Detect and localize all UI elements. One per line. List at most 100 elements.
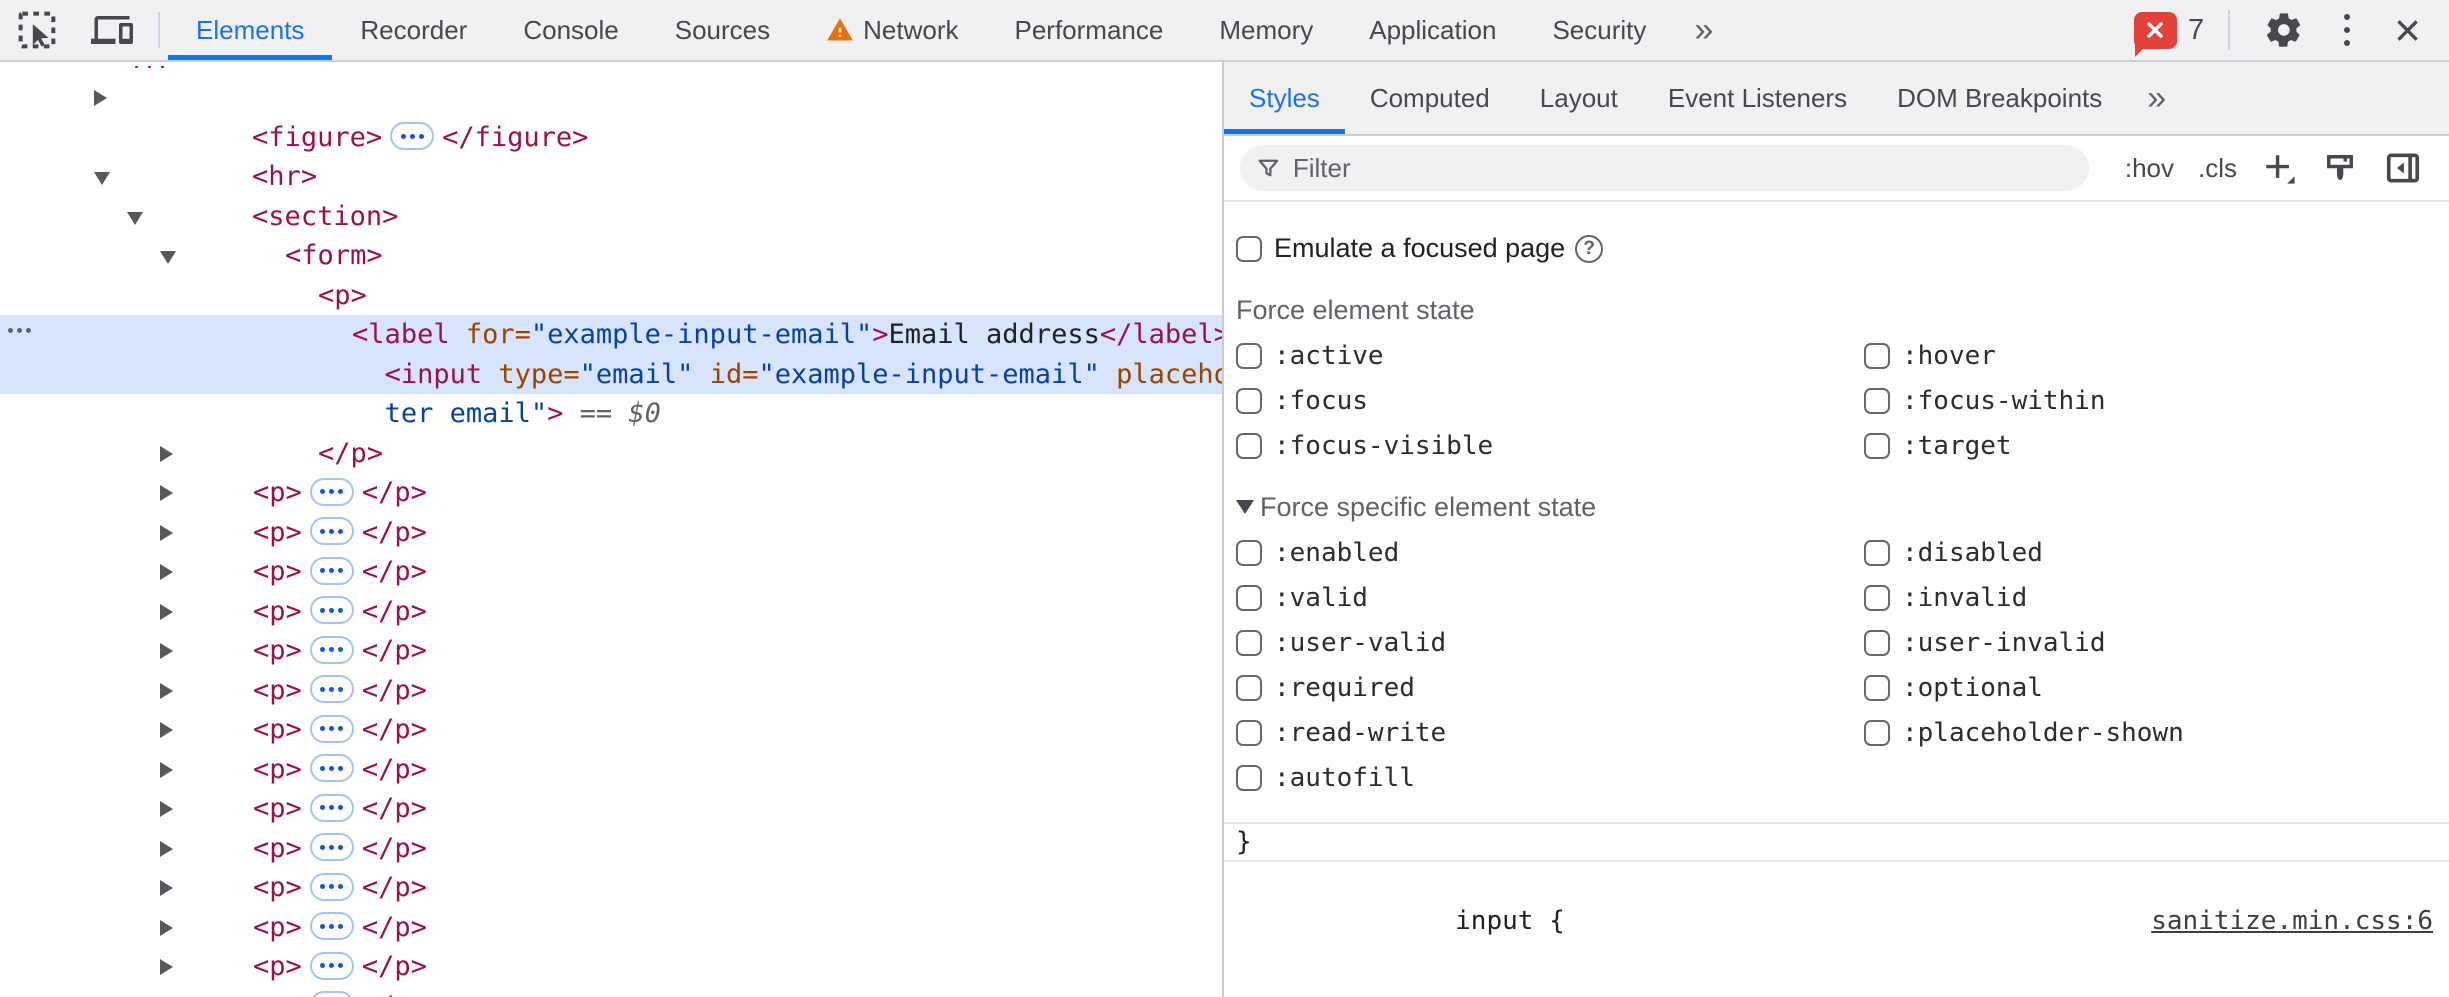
tree-row-label[interactable]: <label for="example-input-email">Email a… <box>0 276 1222 350</box>
checkbox-icon[interactable] <box>1864 674 1890 701</box>
state-checkbox-item[interactable]: :hover <box>1864 333 2449 378</box>
expand-arrow-icon[interactable] <box>160 485 173 501</box>
panel-tab[interactable]: Event Listeners <box>1643 62 1872 134</box>
previous-rule-close-brace[interactable]: } <box>1236 827 1252 857</box>
state-checkbox-item[interactable]: :optional <box>1864 665 2449 710</box>
css-selector[interactable]: input <box>1455 906 1534 936</box>
state-checkbox-item[interactable]: :disabled <box>1864 530 2449 575</box>
close-devtools-button[interactable]: × <box>2380 7 2435 53</box>
state-checkbox-item[interactable]: :required <box>1236 665 1864 710</box>
expand-arrow-icon[interactable] <box>160 445 173 462</box>
tree-row-collapsed-p[interactable]: <p></p> <box>0 947 1222 997</box>
tree-row-collapsed-p[interactable]: <p></p> <box>0 710 1222 785</box>
state-checkbox-item[interactable]: :user-valid <box>1236 620 1864 665</box>
expand-arrow-icon[interactable] <box>160 840 173 857</box>
toggle-element-classes-button[interactable]: .cls <box>2186 153 2249 184</box>
panel-tab[interactable]: Network <box>798 0 986 60</box>
collapsed-content-icon[interactable] <box>309 517 354 545</box>
checkbox-icon[interactable] <box>1236 764 1262 791</box>
new-style-rule-button[interactable] <box>2249 151 2309 185</box>
expand-arrow-icon[interactable] <box>160 603 173 620</box>
collapsed-content-icon[interactable] <box>390 122 435 150</box>
tree-row-input-selected[interactable]: <input type="email" id="example-input-em… <box>0 315 1222 429</box>
styles-filter[interactable] <box>1240 145 2089 191</box>
panel-tab[interactable]: Computed <box>1345 62 1515 134</box>
settings-button[interactable] <box>2254 10 2314 50</box>
checkbox-icon[interactable] <box>1864 719 1890 746</box>
checkbox-icon[interactable] <box>1236 584 1262 611</box>
checkbox-icon[interactable] <box>1236 432 1262 459</box>
tree-row-collapsed-p[interactable]: <p></p> <box>0 631 1222 706</box>
collapsed-content-icon[interactable] <box>309 596 354 624</box>
tree-row-collapsed-p[interactable]: <p></p> <box>0 592 1222 666</box>
panel-tab[interactable]: Performance <box>986 0 1191 60</box>
tree-row-collapsed-p[interactable]: <p></p> <box>0 750 1222 824</box>
state-checkbox-item[interactable]: :active <box>1236 333 1864 378</box>
checkbox-icon[interactable] <box>1864 584 1890 611</box>
emulate-focused-page-row[interactable]: Emulate a focused page ? <box>1236 226 2449 271</box>
tree-row-collapsed-p[interactable]: <p></p> <box>0 868 1222 943</box>
panel-tab[interactable]: Recorder <box>332 0 495 60</box>
checkbox-icon[interactable] <box>1864 539 1890 566</box>
collapsed-content-icon[interactable] <box>309 833 354 861</box>
checkbox-icon[interactable] <box>1236 539 1262 566</box>
panel-tab[interactable]: Layout <box>1515 62 1643 134</box>
panel-tab[interactable]: Application <box>1341 0 1524 60</box>
collapse-section-icon[interactable] <box>1236 500 1254 514</box>
more-tabs-button[interactable]: » <box>1674 0 1733 60</box>
tree-row-collapsed-p[interactable]: <p></p> <box>0 789 1222 864</box>
expand-arrow-icon[interactable] <box>160 959 173 975</box>
collapse-arrow-icon[interactable] <box>160 251 176 264</box>
toggle-pseudo-state-button[interactable]: :hov <box>2113 153 2186 184</box>
collapsed-content-icon[interactable] <box>309 675 354 703</box>
collapsed-content-icon[interactable] <box>309 754 354 782</box>
show-computed-sidebar-button[interactable] <box>2371 149 2435 187</box>
collapsed-content-icon[interactable] <box>309 793 354 822</box>
state-checkbox-item[interactable]: :placeholder-shown <box>1864 710 2449 755</box>
collapsed-content-icon[interactable] <box>309 951 354 980</box>
expand-arrow-icon[interactable] <box>160 801 173 817</box>
collapsed-content-icon[interactable] <box>309 912 354 940</box>
state-checkbox-item[interactable]: :enabled <box>1236 530 1864 575</box>
tree-row-p-close[interactable]: </p> <box>0 394 1222 469</box>
state-checkbox-item[interactable]: :read-write <box>1236 710 1864 755</box>
css-declaration[interactable]: line-height: normal; <box>1224 975 2449 997</box>
checkbox-icon[interactable] <box>1236 387 1262 414</box>
state-checkbox-item[interactable]: :autofill <box>1236 755 1864 800</box>
state-checkbox-item[interactable]: :valid <box>1236 575 1864 620</box>
checkbox-icon[interactable] <box>1236 719 1262 746</box>
state-checkbox-item[interactable]: :focus <box>1236 378 1864 423</box>
state-checkbox-item[interactable]: :focus-within <box>1864 378 2449 423</box>
tree-row-collapsed-p[interactable]: <p></p> <box>0 473 1222 548</box>
state-checkbox-item[interactable]: :invalid <box>1864 575 2449 620</box>
checkbox-icon[interactable] <box>1236 342 1262 369</box>
collapse-arrow-icon[interactable] <box>127 211 143 225</box>
panel-tab[interactable]: Sources <box>647 0 798 60</box>
more-options-button[interactable] <box>2328 14 2366 46</box>
state-checkbox-item[interactable]: :focus-visible <box>1236 423 1864 468</box>
expand-arrow-icon[interactable] <box>160 643 173 659</box>
expand-arrow-icon[interactable] <box>160 919 173 936</box>
checkbox-icon[interactable] <box>1236 235 1262 262</box>
stylesheet-source-link[interactable]: sanitize.min.css:6 <box>2151 906 2433 936</box>
panel-tab[interactable]: Styles <box>1224 62 1345 134</box>
checkbox-icon[interactable] <box>1864 432 1890 459</box>
panel-tab[interactable]: Security <box>1524 0 1674 60</box>
rendering-emulations-button[interactable] <box>2309 150 2371 186</box>
filter-input[interactable] <box>1292 152 2073 184</box>
collapsed-content-icon[interactable] <box>309 477 354 506</box>
sidebar-more-tabs-button[interactable]: » <box>2127 62 2186 134</box>
collapse-arrow-icon[interactable] <box>94 172 110 185</box>
tree-row-collapsed-p[interactable]: <p></p> <box>0 552 1222 627</box>
panel-tab[interactable]: Console <box>495 0 646 60</box>
help-icon[interactable]: ? <box>1575 234 1604 263</box>
collapsed-content-icon[interactable] <box>309 714 354 743</box>
collapsed-content-icon[interactable] <box>309 991 354 997</box>
collapsed-content-icon[interactable] <box>309 635 354 664</box>
collapsed-content-icon[interactable] <box>309 872 354 901</box>
expand-arrow-icon[interactable] <box>160 524 173 541</box>
expand-arrow-icon[interactable] <box>160 682 173 699</box>
state-checkbox-item[interactable]: :user-invalid <box>1864 620 2449 665</box>
expand-arrow-icon[interactable] <box>160 761 173 778</box>
panel-tab[interactable]: Elements <box>168 0 333 60</box>
